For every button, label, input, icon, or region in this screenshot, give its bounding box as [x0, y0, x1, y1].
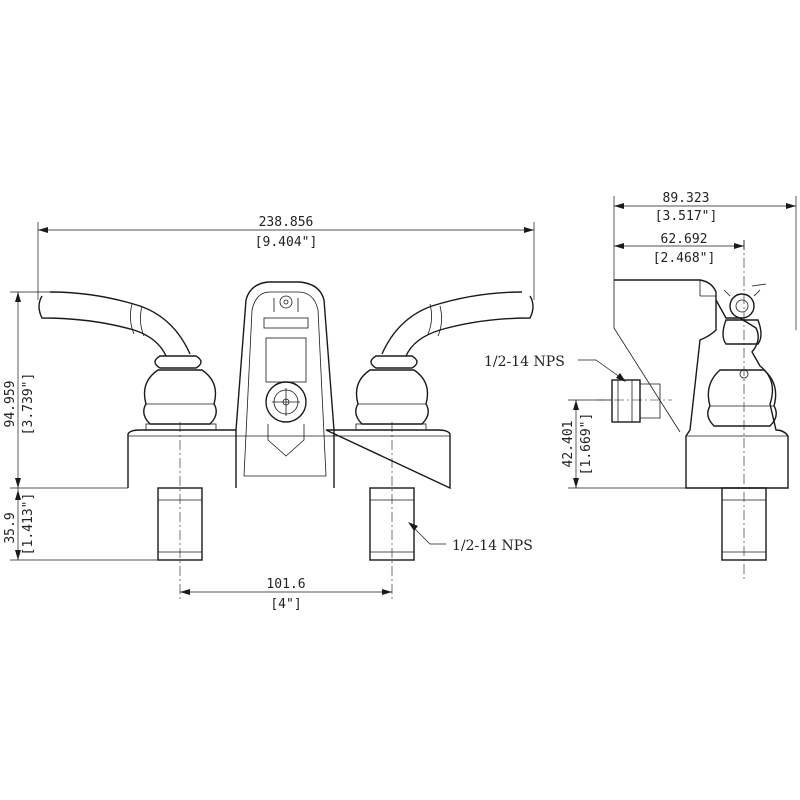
- shank-thread-callout: 1/2-14 NPS: [452, 538, 533, 554]
- side-body: [614, 279, 789, 489]
- dimension-lines: [10, 196, 797, 595]
- dimension-labels: 238.856 [9.404"] 94.959 [3.739"] 35.9 [1…: [3, 191, 717, 612]
- side-depth-in: [3.517"]: [655, 209, 718, 224]
- shank-length-in: [1.413"]: [21, 493, 36, 556]
- front-view: [38, 281, 534, 600]
- total-height-in: [3.739"]: [21, 373, 36, 436]
- side-offset-in: [2.468"]: [653, 251, 716, 266]
- left-handle: [38, 291, 217, 431]
- center-spacing-mm: 101.6: [266, 577, 305, 592]
- side-offset-mm: 62.692: [661, 232, 708, 247]
- spout-height-in: [1.669"]: [579, 413, 594, 476]
- base-deck: [127, 429, 451, 490]
- left-shank: [157, 487, 203, 561]
- overall-width-mm: 238.856: [259, 215, 314, 230]
- spout-thread-callout: 1/2-14 NPS: [484, 354, 565, 370]
- right-handle: [355, 291, 534, 431]
- overall-width-in: [9.404"]: [255, 235, 318, 250]
- spout-height-mm: 42.401: [561, 421, 576, 468]
- right-shank: [369, 487, 415, 561]
- total-height-mm: 94.959: [3, 381, 18, 428]
- side-view: [596, 240, 789, 580]
- center-spacing-in: [4"]: [270, 597, 301, 612]
- side-depth-mm: 89.323: [663, 191, 710, 206]
- spout-outlet: [611, 379, 641, 423]
- center-body: [235, 281, 335, 488]
- shank-length-mm: 35.9: [3, 512, 18, 543]
